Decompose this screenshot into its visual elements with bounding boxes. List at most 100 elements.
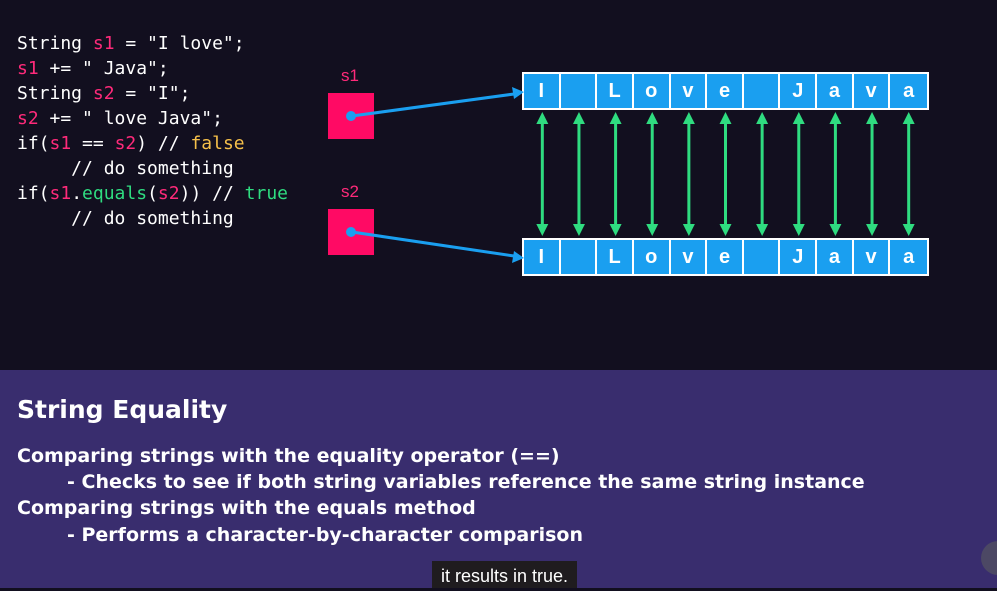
- char-cell: [743, 74, 781, 108]
- compare-arrowhead-top: [792, 112, 805, 124]
- compare-arrowhead-top: [756, 112, 769, 124]
- s1-pointer-dot: [346, 111, 356, 121]
- compare-arrowhead-bottom: [719, 224, 732, 236]
- char-cell: J: [780, 74, 818, 108]
- char-cell: a: [817, 74, 854, 108]
- code-line: // do something: [17, 206, 288, 231]
- compare-arrowhead-top: [646, 112, 659, 124]
- code-line: String s1 = "I love";: [17, 31, 288, 56]
- code-line: // do something: [17, 156, 288, 181]
- info-title: String Equality: [17, 395, 228, 424]
- code-token: ==: [71, 133, 115, 154]
- compare-arrowhead-top: [572, 112, 585, 124]
- code-line: s2 += " love Java";: [17, 106, 288, 131]
- code-token: (: [147, 183, 158, 204]
- compare-arrowhead-bottom: [682, 224, 695, 236]
- player-control-icon[interactable]: [981, 541, 997, 575]
- code-token: s1: [17, 58, 39, 79]
- compare-arrowhead-top: [829, 112, 842, 124]
- char-cell: v: [853, 74, 891, 108]
- compare-arrowhead-bottom: [829, 224, 842, 236]
- code-token: String: [17, 33, 93, 54]
- code-token: s1: [49, 133, 72, 154]
- compare-arrowhead-bottom: [609, 224, 622, 236]
- code-token: equals: [82, 183, 148, 204]
- compare-arrowhead-top: [719, 112, 732, 124]
- code-token: // do something: [17, 158, 234, 179]
- code-token: ) //: [136, 133, 191, 154]
- compare-arrowhead-bottom: [866, 224, 879, 236]
- char-cell: L: [597, 74, 634, 108]
- char-cell: [560, 240, 598, 274]
- code-line: s1 += " Java";: [17, 56, 288, 81]
- char-cell: a: [890, 74, 928, 108]
- code-token: // do something: [17, 208, 234, 229]
- code-token: )) //: [179, 183, 245, 204]
- code-line: if(s1.equals(s2)) // true: [17, 181, 288, 206]
- info-line-char-comparison: - Performs a character-by-character comp…: [67, 524, 584, 546]
- compare-arrowhead-top: [609, 112, 622, 124]
- info-line-reference-check: - Checks to see if both string variables…: [67, 471, 865, 493]
- code-token: s2: [92, 83, 115, 104]
- code-token: += " love Java";: [38, 108, 223, 129]
- char-cell: J: [780, 240, 818, 274]
- compare-arrowhead-bottom: [536, 224, 549, 236]
- char-cell: [743, 240, 781, 274]
- info-panel: String Equality Comparing strings with t…: [0, 370, 997, 588]
- char-cell: a: [890, 240, 928, 274]
- code-token: if(: [17, 133, 50, 154]
- compare-arrowhead-top: [902, 112, 915, 124]
- char-cell: a: [817, 240, 854, 274]
- compare-arrowhead-top: [682, 112, 695, 124]
- compare-arrowhead-top: [536, 112, 549, 124]
- char-cell: o: [633, 240, 671, 274]
- code-token: = "I";: [114, 83, 191, 104]
- s1-reference-arrowhead: [512, 87, 524, 99]
- diagram-area: String s1 = "I love";s1 += " Java";Strin…: [17, 31, 929, 276]
- char-cell: v: [853, 240, 891, 274]
- code-token: String: [17, 83, 93, 104]
- code-token: false: [190, 133, 245, 154]
- compare-arrowhead-top: [866, 112, 879, 124]
- info-line-equality-operator: Comparing strings with the equality oper…: [17, 445, 560, 467]
- char-cell: e: [707, 240, 744, 274]
- code-token: .: [71, 183, 83, 204]
- diagram-arrows: [351, 87, 915, 263]
- compare-arrowhead-bottom: [572, 224, 585, 236]
- s1-reference-box: [328, 93, 374, 139]
- code-token: s1: [92, 33, 115, 54]
- s2-reference-box: [328, 209, 374, 255]
- compare-arrowhead-bottom: [646, 224, 659, 236]
- code-line: if(s1 == s2) // false: [17, 131, 288, 156]
- code-token: s2: [114, 133, 137, 154]
- code-token: s2: [17, 108, 39, 129]
- info-line-equals-method: Comparing strings with the equals method: [17, 497, 476, 519]
- compare-arrowhead-bottom: [756, 224, 769, 236]
- code-token: = "I love";: [114, 33, 245, 54]
- char-cell: v: [670, 74, 708, 108]
- s2-reference-arrowhead: [512, 251, 524, 263]
- video-caption: it results in true.: [432, 561, 578, 588]
- char-cell: I: [524, 240, 561, 274]
- code-token: s2: [157, 183, 180, 204]
- char-cell: o: [633, 74, 671, 108]
- char-cell: I: [524, 74, 561, 108]
- s1-reference-arrow: [351, 92, 515, 118]
- code-token: if(: [17, 183, 50, 204]
- s2-label: s2: [341, 182, 359, 201]
- char-cell: v: [670, 240, 708, 274]
- code-token: s1: [49, 183, 72, 204]
- code-token: += " Java";: [38, 58, 169, 79]
- code-token: true: [244, 183, 288, 204]
- code-line: String s2 = "I";: [17, 81, 288, 106]
- char-cell: [560, 74, 598, 108]
- s2-reference-arrow: [351, 230, 515, 258]
- char-cell: e: [707, 74, 744, 108]
- code-block: String s1 = "I love";s1 += " Java";Strin…: [17, 31, 288, 231]
- char-cell: L: [597, 240, 634, 274]
- s2-pointer-dot: [346, 227, 356, 237]
- compare-arrowhead-bottom: [792, 224, 805, 236]
- s1-label: s1: [341, 66, 359, 85]
